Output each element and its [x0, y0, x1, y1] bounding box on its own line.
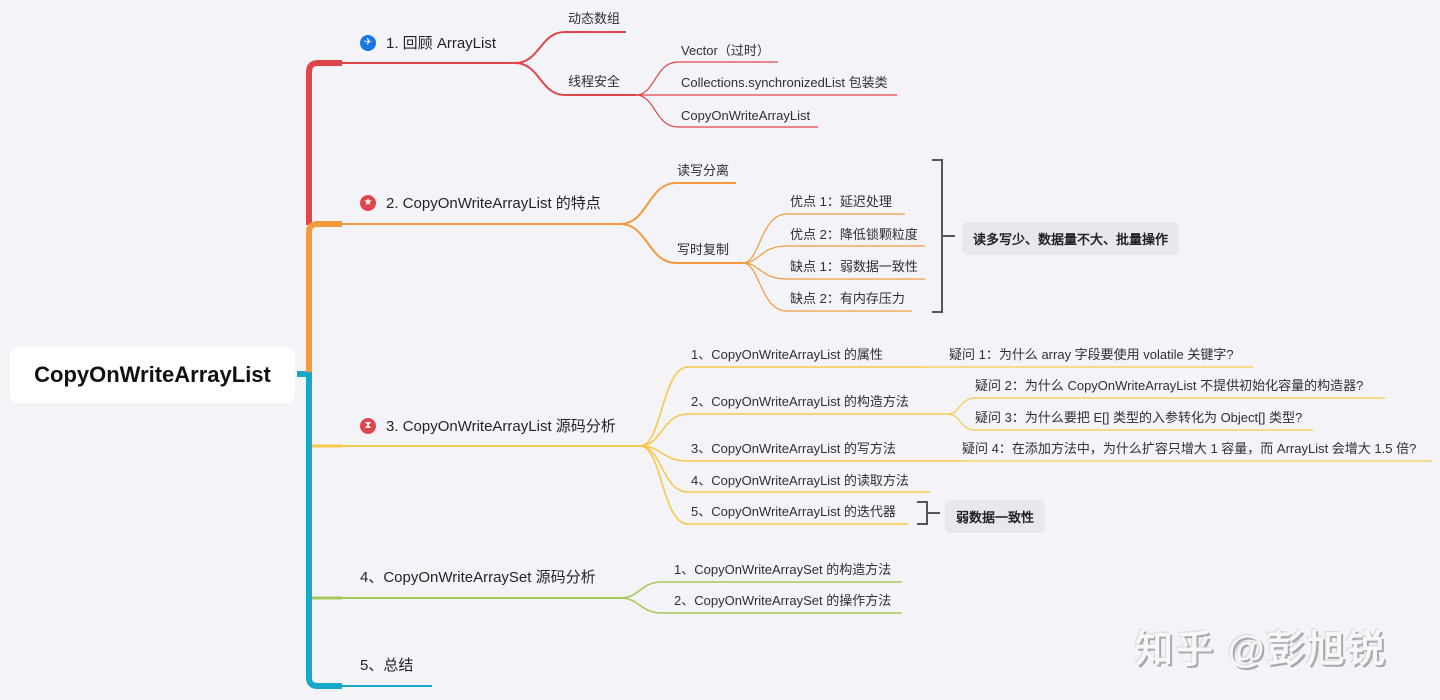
node-vector[interactable]: Vector（过时） — [681, 43, 770, 58]
node-con-2[interactable]: 缺点 2：有内存压力 — [790, 291, 905, 306]
node-write-methods[interactable]: 3、CopyOnWriteArrayList 的写方法 — [691, 441, 896, 456]
summary-weak-consistency[interactable]: 弱数据一致性 — [945, 500, 1046, 533]
plane-icon: ✈ — [360, 35, 376, 51]
node-attributes[interactable]: 1、CopyOnWriteArrayList 的属性 — [691, 347, 883, 362]
branch-source-analysis[interactable]: ⧗ 3. CopyOnWriteArrayList 源码分析 — [360, 418, 616, 434]
node-question-1[interactable]: 疑问 1：为什么 array 字段要使用 volatile 关键字? — [949, 347, 1234, 362]
node-read-methods[interactable]: 4、CopyOnWriteArrayList 的读取方法 — [691, 473, 909, 488]
star-icon: ★ — [360, 195, 376, 211]
node-set-constructors[interactable]: 1、CopyOnWriteArraySet 的构造方法 — [674, 562, 892, 577]
node-question-4[interactable]: 疑问 4：在添加方法中，为什么扩容只增大 1 容量，而 ArrayList 会增… — [962, 441, 1417, 456]
node-cow-arraylist[interactable]: CopyOnWriteArrayList — [681, 108, 811, 123]
node-copy-on-write[interactable]: 写时复制 — [677, 242, 730, 257]
branch-review-arraylist[interactable]: ✈ 1. 回顾 ArrayList — [360, 35, 496, 51]
node-constructors[interactable]: 2、CopyOnWriteArrayList 的构造方法 — [691, 394, 909, 409]
node-dynamic-array[interactable]: 动态数组 — [568, 11, 621, 26]
node-set-operations[interactable]: 2、CopyOnWriteArraySet 的操作方法 — [674, 593, 892, 608]
node-pro-1[interactable]: 优点 1：延迟处理 — [790, 194, 892, 209]
node-question-2[interactable]: 疑问 2：为什么 CopyOnWriteArrayList 不提供初始化容量的构… — [975, 378, 1364, 393]
watermark: 知乎 @彭旭锐 — [1135, 629, 1387, 671]
root-node[interactable]: CopyOnWriteArrayList — [10, 347, 295, 403]
node-synchronized-list[interactable]: Collections.synchronizedList 包装类 — [681, 75, 888, 90]
summary-use-cases[interactable]: 读多写少、数据量不大、批量操作 — [962, 222, 1180, 255]
node-pro-2[interactable]: 优点 2：降低锁颗粒度 — [790, 227, 918, 242]
node-question-3[interactable]: 疑问 3：为什么要把 E[] 类型的入参转化为 Object[] 类型? — [975, 410, 1303, 425]
node-thread-safety[interactable]: 线程安全 — [568, 74, 621, 89]
branch-summary[interactable]: 5、总结 — [360, 657, 414, 674]
node-read-write-split[interactable]: 读写分离 — [677, 163, 730, 178]
node-con-1[interactable]: 缺点 1：弱数据一致性 — [790, 259, 918, 274]
branch-features[interactable]: ★ 2. CopyOnWriteArrayList 的特点 — [360, 195, 601, 211]
root-label: CopyOnWriteArrayList — [34, 362, 271, 387]
branch-cow-arrayset[interactable]: 4、CopyOnWriteArraySet 源码分析 — [360, 569, 596, 586]
hourglass-icon: ⧗ — [360, 418, 376, 434]
node-iterator[interactable]: 5、CopyOnWriteArrayList 的迭代器 — [691, 504, 896, 519]
